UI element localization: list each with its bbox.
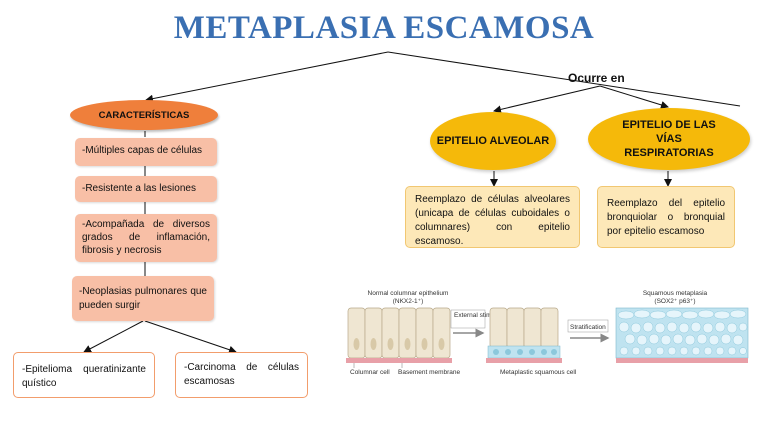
page-title: METAPLASIA ESCAMOSA (173, 10, 595, 46)
occurs-label: Ocurre en (568, 71, 625, 85)
basement-membrane-label: Basement membrane (398, 369, 461, 376)
neoplasm-item-1: -Epitelioma queratinizante quístico (13, 352, 155, 398)
stratification-label: Stratification (570, 324, 606, 331)
arrow-to-airways (599, 85, 669, 109)
location-airways: EPITELIO DE LAS VÍAS RESPIRATORIAS (588, 108, 750, 170)
basement-membrane-1 (346, 358, 452, 363)
normal-label-text: Normal columnar epithelium (367, 290, 449, 297)
external-stimuli-box (450, 309, 486, 329)
arrow-to-neoplasm-1 (83, 320, 144, 353)
alveolar-description: Reemplazo de células alveolares (unicapa… (405, 186, 580, 248)
columnar-cell-label: Columnar cell (350, 369, 390, 376)
metaplasia-illustration: Columnar cell Basement membrane External… (346, 307, 749, 376)
neoplasm-item-2: -Carcinoma de células escamosas (175, 352, 308, 398)
columnar-epithelium (346, 307, 452, 368)
characteristic-item-4: -Neoplasias pulmonares que pueden surgir (72, 276, 214, 321)
metaplastic-epithelium (486, 307, 562, 363)
squamous-label-text: Squamous metaplasia (642, 290, 708, 297)
squamous-marker-text: (SOX2⁺ p63⁺) (654, 298, 696, 305)
arrow-to-neoplasm-2 (144, 320, 237, 354)
characteristic-item-1: -Múltiples capas de células (75, 138, 217, 166)
arrow-to-alveolar (493, 85, 601, 114)
squamous-metaplasia (615, 307, 749, 363)
arrow-to-characteristics (145, 51, 389, 103)
metaplastic-cell-label: Metaplastic squamous cell (500, 369, 577, 376)
figure-squamous-label: Squamous metaplasia (SOX2⁺ p63⁺) (620, 290, 730, 306)
figure-normal-label: Normal columnar epithelium (NKX2-1⁺) (353, 290, 463, 306)
characteristic-item-2: -Resistente a las lesiones (75, 176, 217, 202)
airway-description: Reemplazo del epitelio bronquiolar o bro… (597, 186, 735, 248)
normal-marker-text: (NKX2-1⁺) (392, 298, 424, 305)
characteristic-item-3: -Acompañada de diversos grados de inflam… (75, 214, 217, 262)
external-stimuli-text: External stimuli (454, 312, 498, 319)
line-to-occurs (387, 51, 741, 107)
location-alveolar: EPITELIO ALVEOLAR (430, 112, 556, 170)
external-stimuli-label: External stimuli (454, 312, 498, 319)
characteristics-header: CARACTERÍSTICAS (70, 100, 218, 130)
metaplastic-cell-text: Metaplastic squamous cell (500, 369, 577, 376)
